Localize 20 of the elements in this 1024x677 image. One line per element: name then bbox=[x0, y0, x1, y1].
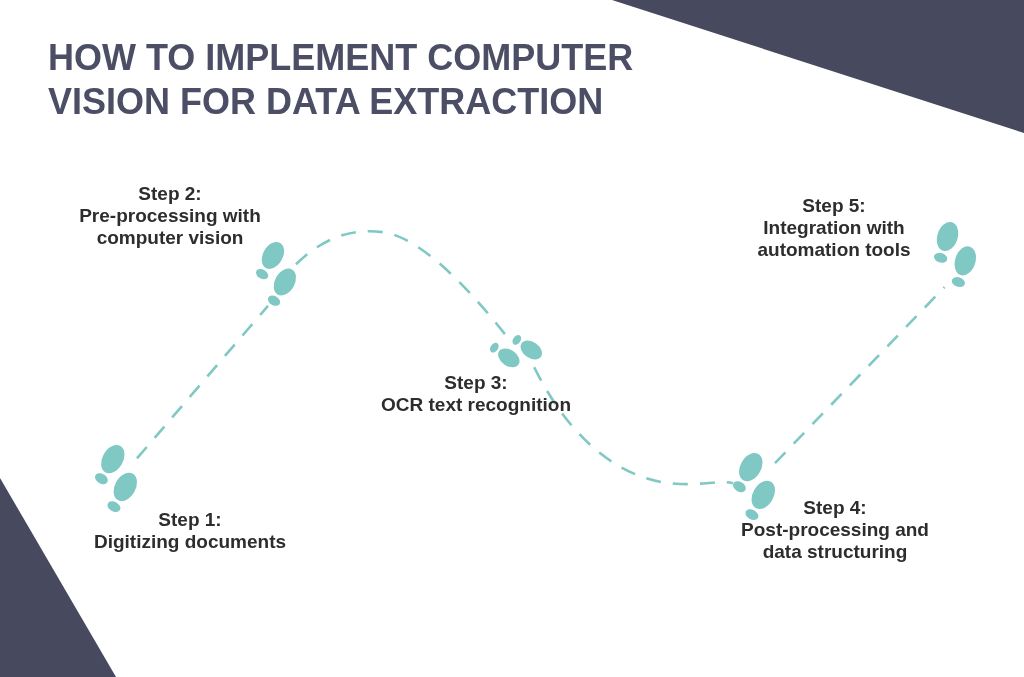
footprints-icon bbox=[490, 335, 542, 368]
step-description: Post-processing and data structuring bbox=[741, 519, 929, 562]
footprints-icon bbox=[256, 242, 296, 306]
step-description: Pre-processing with computer vision bbox=[79, 205, 261, 248]
step-heading: Step 2: bbox=[138, 183, 202, 204]
footprints-icon bbox=[95, 445, 137, 513]
dashed-line bbox=[136, 304, 269, 460]
step-description: Digitizing documents bbox=[93, 531, 287, 552]
dashed-line bbox=[533, 366, 734, 486]
dashed-line bbox=[295, 230, 507, 336]
step-description: Integration with automation tools bbox=[757, 217, 911, 260]
step-heading: Step 5: bbox=[802, 195, 866, 216]
step-heading: Step 4: bbox=[803, 497, 867, 518]
footprints-icon bbox=[733, 453, 775, 521]
step-description: OCR text recognition bbox=[381, 394, 571, 415]
step-heading: Step 3: bbox=[444, 372, 508, 393]
footprints-icon bbox=[934, 222, 976, 288]
title: HOW TO IMPLEMENT COMPUTER VISION FOR DATA EXTRACTION bbox=[48, 37, 634, 122]
dashed-line bbox=[774, 286, 946, 464]
step-heading: Step 1: bbox=[158, 509, 222, 530]
